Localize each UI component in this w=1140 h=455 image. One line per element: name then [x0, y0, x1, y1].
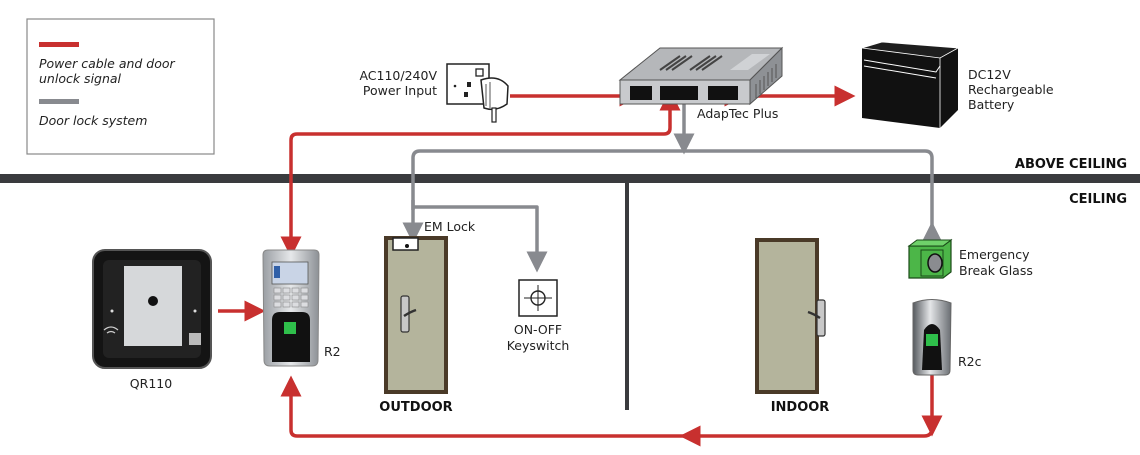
wall-divider	[625, 183, 629, 410]
ceiling-line	[0, 174, 1140, 183]
keyswitch-label-line2: Keyswitch	[507, 338, 570, 353]
legend-label-power-line2: unlock signal	[39, 71, 122, 86]
qr110-label: QR110	[130, 376, 172, 391]
power-input-label-line1: AC110/240V	[359, 68, 437, 83]
adaptec-label: AdapTec Plus	[697, 106, 778, 121]
lock-bus-line	[411, 149, 934, 236]
em-lock-label: EM Lock	[424, 219, 476, 234]
legend-label-power-line1: Power cable and door	[39, 56, 176, 71]
keyswitch-label-line1: ON-OFF	[514, 322, 562, 337]
break-glass-label-line2: Break Glass	[959, 263, 1033, 278]
power-wiring	[218, 85, 943, 447]
break-glass-label-line1: Emergency	[959, 247, 1030, 262]
battery-label-line1: DC12V	[968, 67, 1011, 82]
battery-label-line2: Rechargeable	[968, 82, 1054, 97]
adaptec-plus-icon	[618, 46, 784, 106]
legend-box	[26, 18, 215, 155]
indoor-label: INDOOR	[771, 400, 830, 415]
r2-terminal-icon	[262, 249, 320, 367]
battery-icon	[861, 41, 960, 128]
adaptec-to-r2-line	[289, 89, 681, 245]
em-lock-icon	[392, 237, 419, 251]
legend-swatch-lock	[39, 99, 79, 104]
outdoor-label: OUTDOOR	[379, 400, 452, 415]
indoor-door-icon	[755, 238, 826, 394]
power-socket-icon	[446, 63, 509, 123]
battery-label-line3: Battery	[968, 97, 1015, 112]
r2c-reader-icon	[912, 299, 952, 376]
lock-system-wiring	[402, 96, 943, 273]
qr110-reader-icon	[92, 249, 212, 369]
r2c-label: R2c	[958, 354, 982, 369]
r2c-to-r2-line	[280, 375, 934, 438]
ceiling-label: CEILING	[1069, 192, 1127, 207]
outdoor-door-icon	[384, 236, 448, 394]
break-glass-icon	[907, 238, 953, 279]
legend: Power cable and door unlock signal Door …	[26, 18, 215, 155]
keyswitch-feed-line	[413, 205, 548, 273]
r2-label: R2	[324, 344, 341, 359]
power-input-label-line2: Power Input	[363, 83, 437, 98]
legend-label-lock: Door lock system	[39, 113, 147, 128]
legend-swatch-power	[39, 42, 79, 47]
keyswitch-icon	[518, 279, 558, 317]
above-ceiling-label: ABOVE CEILING	[1015, 157, 1127, 172]
